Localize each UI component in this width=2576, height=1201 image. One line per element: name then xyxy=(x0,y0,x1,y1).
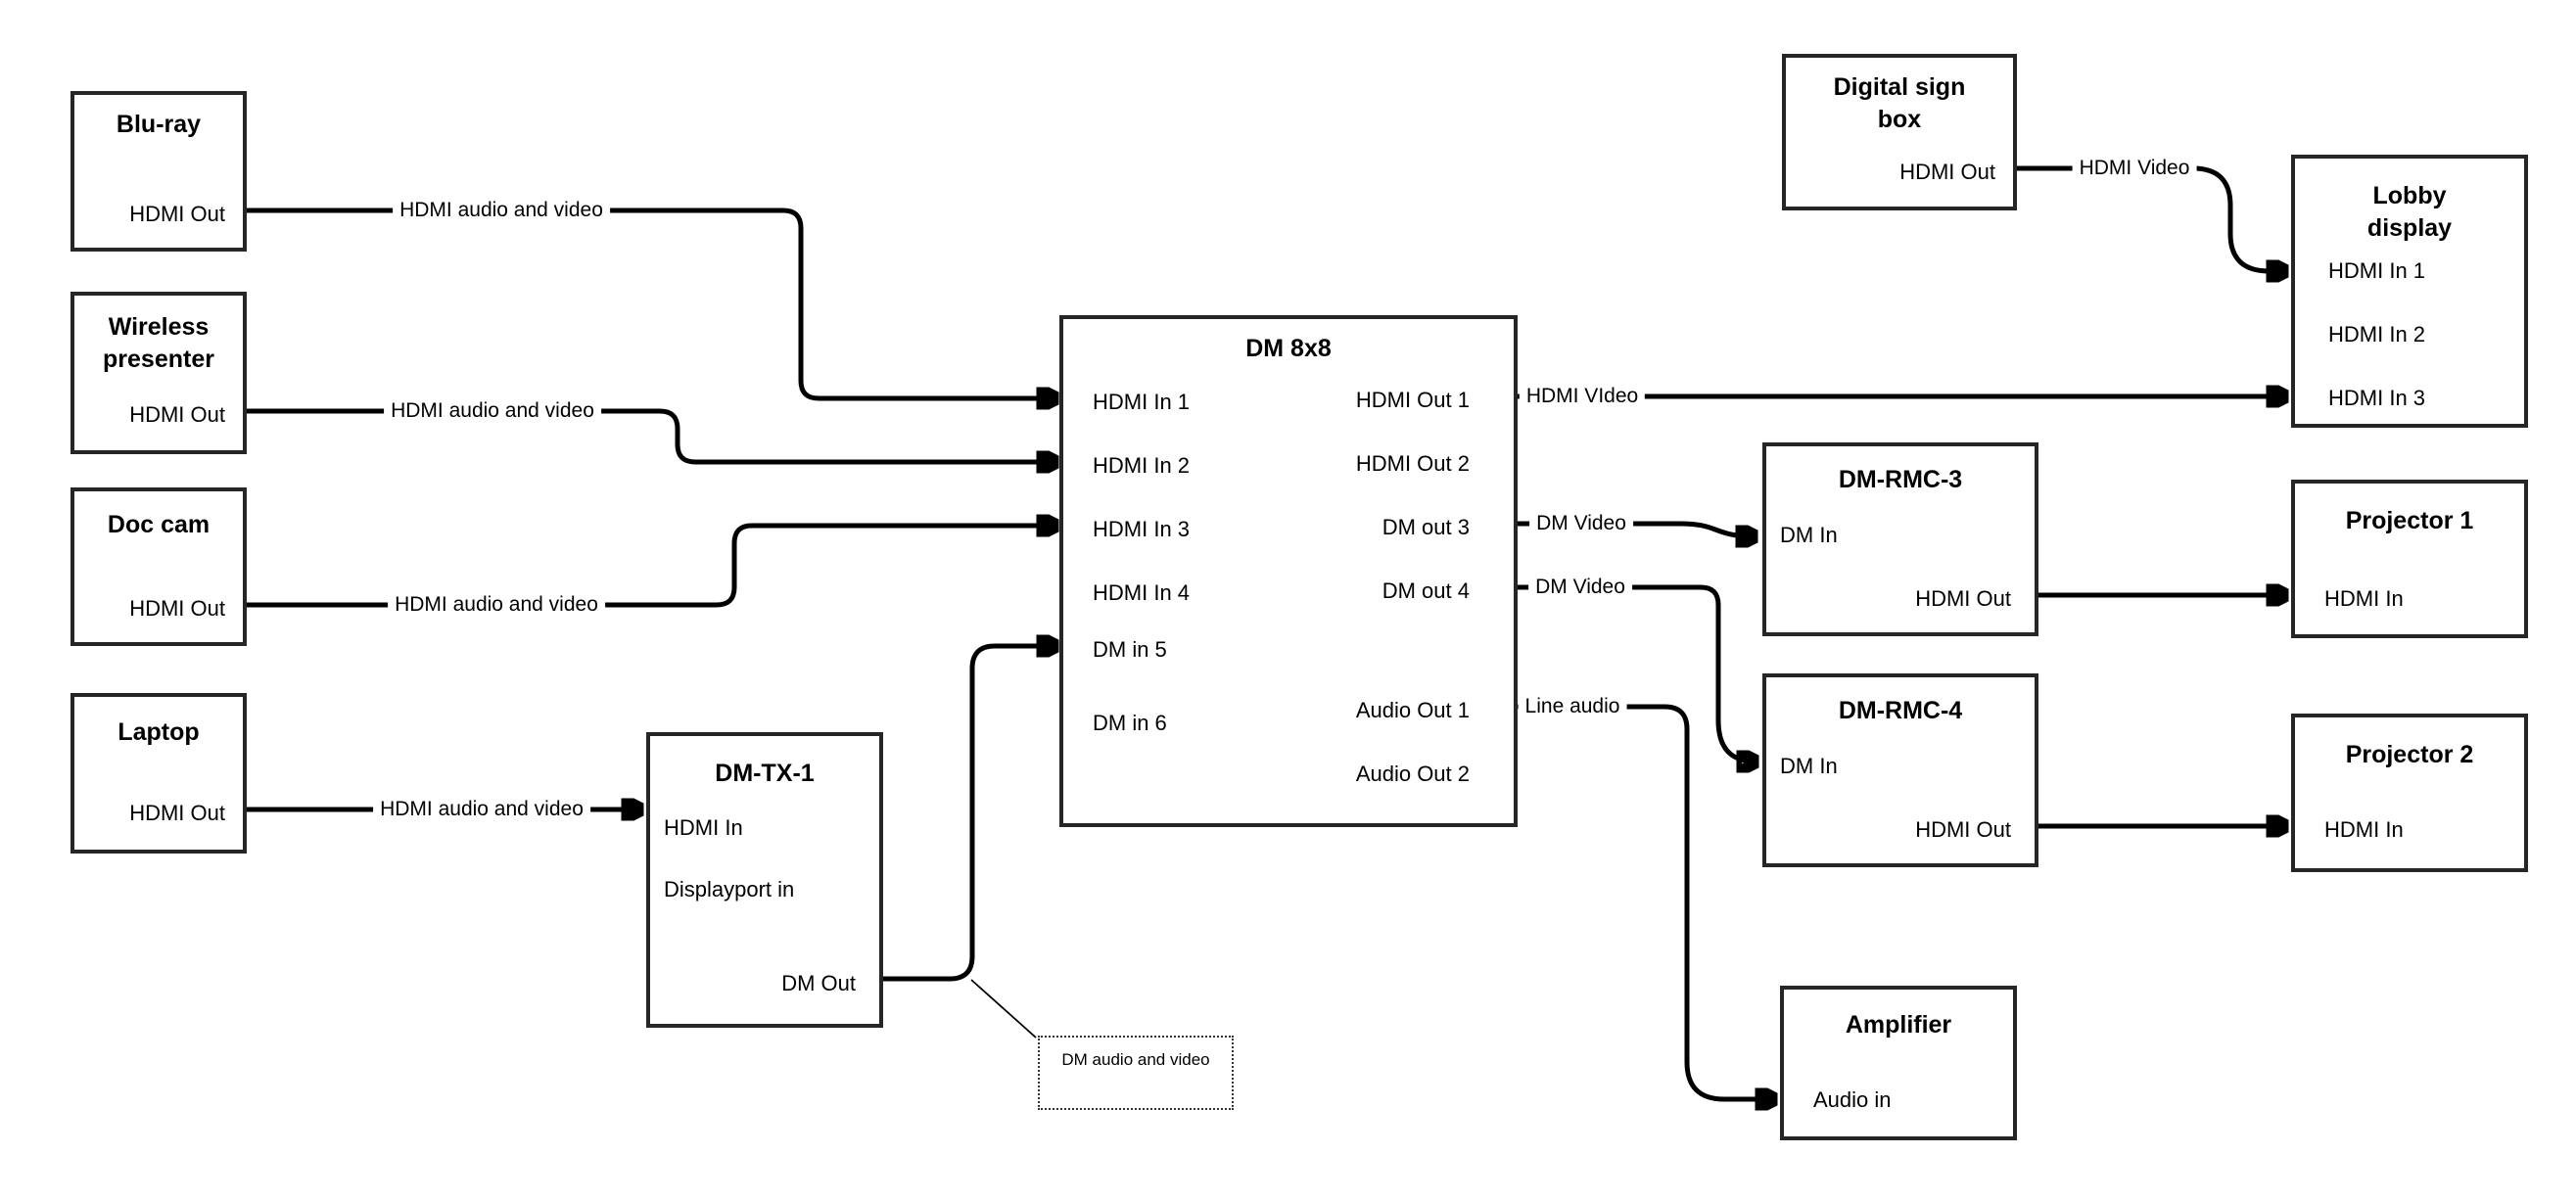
port-dm-out: DM Out xyxy=(781,971,856,995)
device-box-bluray: Blu-ray HDMI Out xyxy=(70,91,247,252)
port-hdmi-in-4: HDMI In 4 xyxy=(1093,580,1191,605)
device-box-dm-rmc-3: DM-RMC-3 DM In HDMI Out xyxy=(1762,442,2038,636)
connector-dmtx1-to-dm-in-5 xyxy=(883,646,1055,982)
device-title: DM-TX-1 xyxy=(715,760,815,787)
device-title: DM-RMC-4 xyxy=(1838,697,1963,724)
device-box-digital-sign: Digital sign box HDMI Out xyxy=(1782,54,2017,210)
callout-dm-audio-and-video: DM audio and video xyxy=(1038,1036,1234,1110)
device-box-projector-2: Projector 2 HDMI In xyxy=(2291,714,2528,872)
port-hdmi-out: HDMI Out xyxy=(1915,586,2011,611)
port-hdmi-out: HDMI Out xyxy=(1915,817,2011,842)
device-title: Blu-ray xyxy=(116,111,202,138)
device-box-laptop: Laptop HDMI Out xyxy=(70,693,247,854)
device-box-dm-8x8: DM 8x8 HDMI In 1 HDMI In 2 HDMI In 3 HDM… xyxy=(1059,315,1518,827)
port-displayport-in: Displayport in xyxy=(664,877,795,901)
device-box-dm-tx-1: DM-TX-1 HDMI In Displayport in DM Out xyxy=(646,732,883,1028)
wire-label-hdmi-av-doccam: HDMI audio and video xyxy=(388,592,605,618)
port-dm-in: DM In xyxy=(1780,523,1838,547)
port-dm-out-4: DM out 4 xyxy=(1382,578,1470,603)
device-box-doc-cam: Doc cam HDMI Out xyxy=(70,487,247,646)
port-hdmi-out: HDMI Out xyxy=(129,402,225,427)
device-title: DM 8x8 xyxy=(1245,335,1332,362)
port-hdmi-in-2: HDMI In 2 xyxy=(1093,453,1191,478)
port-audio-out-2: Audio Out 2 xyxy=(1355,762,1470,786)
port-hdmi-in-1: HDMI In 1 xyxy=(1093,390,1191,414)
connector-wireless-to-hdmi-in-2 xyxy=(247,408,1055,462)
device-title: Wireless presenter xyxy=(103,313,214,373)
wire-label-hdmi-video-digitalsign: HDMI Video xyxy=(2072,156,2197,181)
device-title: Doc cam xyxy=(107,511,211,538)
port-hdmi-in-2: HDMI In 2 xyxy=(2328,322,2426,346)
port-hdmi-in: HDMI In xyxy=(2324,586,2404,611)
port-audio-out-1: Audio Out 1 xyxy=(1355,698,1470,722)
connector-audioout1-to-amplifier xyxy=(1518,704,1774,1099)
device-title: DM-RMC-3 xyxy=(1838,466,1963,493)
port-hdmi-out-1: HDMI Out 1 xyxy=(1355,388,1470,412)
device-title: Projector 1 xyxy=(2345,507,2474,534)
wire-label-dm-video-out4: DM Video xyxy=(1528,575,1632,600)
device-title: Digital sign box xyxy=(1786,71,2013,136)
port-dm-in-5: DM in 5 xyxy=(1093,637,1167,662)
device-title: Lobby display xyxy=(2295,180,2524,245)
device-box-projector-1: Projector 1 HDMI In xyxy=(2291,480,2528,638)
connector-digitalsign-to-lobby-in-1 xyxy=(2017,165,2285,271)
device-title-text: Digital sign box xyxy=(1833,73,1966,133)
port-hdmi-in: HDMI In xyxy=(664,815,743,840)
device-box-lobby-display: Lobby display HDMI In 1 HDMI In 2 HDMI I… xyxy=(2291,155,2528,428)
device-box-amplifier: Amplifier Audio in xyxy=(1780,986,2017,1140)
port-hdmi-out-2: HDMI Out 2 xyxy=(1355,451,1470,476)
port-hdmi-out: HDMI Out xyxy=(129,801,225,825)
port-dm-in-6: DM in 6 xyxy=(1093,711,1167,735)
device-title: Laptop xyxy=(117,718,200,746)
port-dm-in: DM In xyxy=(1780,754,1838,778)
wire-label-line-audio: Line audio xyxy=(1518,694,1627,719)
wire-label-hdmi-av-laptop: HDMI audio and video xyxy=(373,797,590,822)
device-box-dm-rmc-4: DM-RMC-4 DM In HDMI Out xyxy=(1762,673,2038,867)
callout-leader-line xyxy=(970,979,1037,1039)
device-title: Projector 2 xyxy=(2345,741,2474,768)
connector-doccam-to-hdmi-in-3 xyxy=(247,526,1055,608)
connector-dmout4-to-rmc4 xyxy=(1518,584,1756,762)
device-box-wireless-presenter: Wireless presenter HDMI Out xyxy=(70,292,247,454)
connector-bluray-to-hdmi-in-1 xyxy=(247,208,1055,398)
port-hdmi-in: HDMI In xyxy=(2324,817,2404,842)
port-hdmi-out: HDMI Out xyxy=(1899,160,1995,184)
wire-label-hdmi-av-wireless: HDMI audio and video xyxy=(384,398,601,424)
wire-label-hdmi-video-out1: HDMI VIdeo xyxy=(1519,384,1646,409)
wire-label-hdmi-av-bluray: HDMI audio and video xyxy=(393,198,610,223)
port-hdmi-in-1: HDMI In 1 xyxy=(2328,258,2426,283)
port-audio-in: Audio in xyxy=(1813,1087,1892,1112)
port-hdmi-out: HDMI Out xyxy=(129,202,225,226)
port-dm-out-3: DM out 3 xyxy=(1382,515,1470,539)
port-hdmi-in-3: HDMI In 3 xyxy=(1093,517,1191,541)
port-hdmi-out: HDMI Out xyxy=(129,596,225,621)
device-title: Amplifier xyxy=(1845,1011,1952,1039)
port-hdmi-in-3: HDMI In 3 xyxy=(2328,386,2426,410)
device-title-text: Lobby display xyxy=(2366,182,2453,242)
wire-label-dm-video-out3: DM Video xyxy=(1529,511,1633,536)
